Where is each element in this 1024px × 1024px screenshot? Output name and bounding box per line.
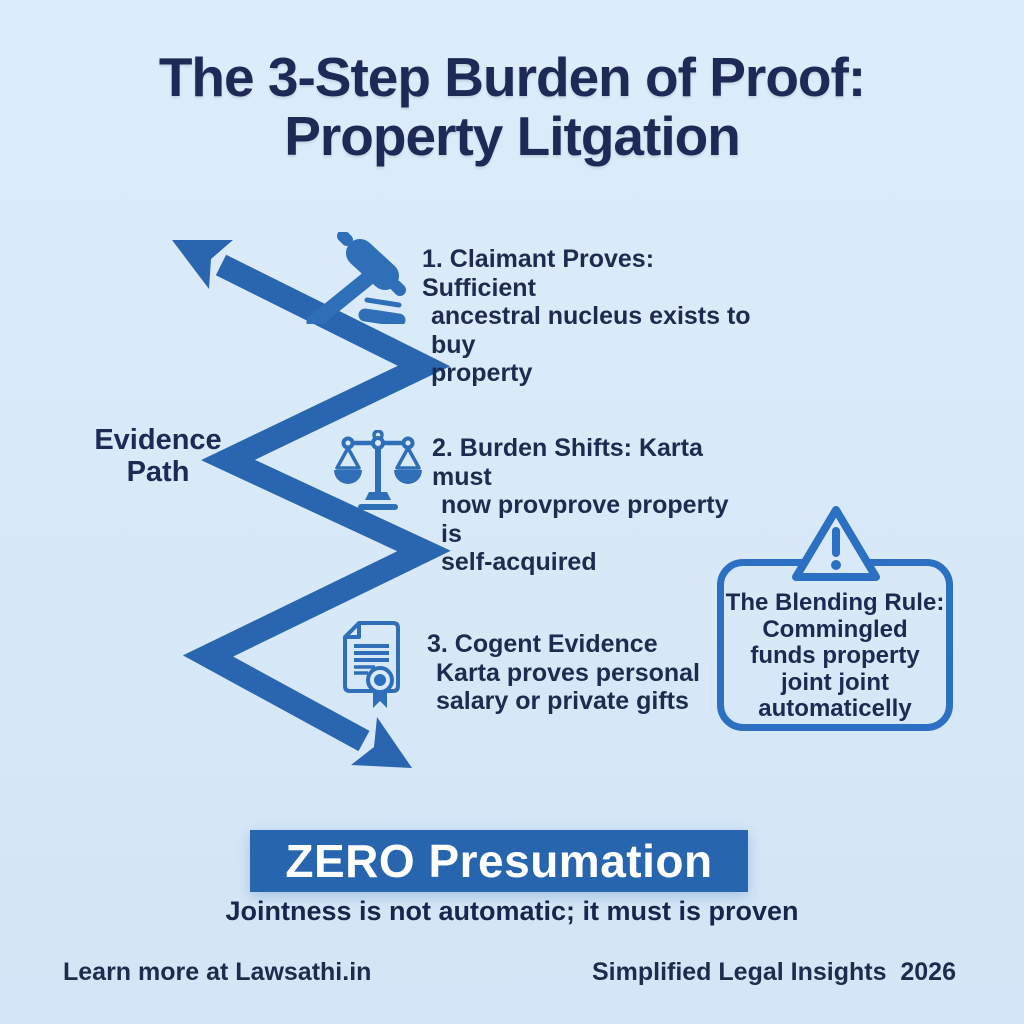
blending-rule-line4: joint joint <box>781 668 889 696</box>
step-2-line3: self-acquired <box>441 548 597 576</box>
footer-learn-more: Learn more at Lawsathi.in <box>63 958 372 986</box>
step-1-line3: property <box>431 359 533 387</box>
banner-subline: Jointness is not automatic; it must is p… <box>225 896 799 926</box>
page-title: The 3-Step Burden of Proof: Property Lit… <box>0 48 1024 166</box>
step-1-line2: ancestral nucleus exists to buy <box>431 302 751 359</box>
blending-rule-line5: automaticelly <box>758 695 912 722</box>
evidence-path-line2: Path <box>126 456 190 488</box>
title-line1: The 3-Step Burden of Proof: <box>158 46 866 108</box>
step-1-text: 1. Claimant Proves: Sufficient ancestral… <box>422 245 752 388</box>
step-2-line2: now provprove property is <box>441 491 729 548</box>
blending-rule-line2: Commingled <box>762 615 908 643</box>
blending-rule-line1: The Blending Rule: <box>725 589 945 616</box>
blending-rule-text: The Blending Rule: Commingled funds prop… <box>717 589 953 723</box>
step-3-line1: 3. Cogent Evidence <box>427 630 658 658</box>
step-3-line3: salary or private gifts <box>436 687 689 715</box>
evidence-path-label: Evidence Path <box>58 424 258 488</box>
evidence-path-line1: Evidence <box>94 424 222 456</box>
step-2-line1: 2. Burden Shifts: Karta must <box>432 434 703 491</box>
footer-brand-year: Simplified Legal Insights 2026 <box>592 958 956 986</box>
scales-icon <box>334 430 422 510</box>
arrowhead-up-left <box>172 240 233 289</box>
blending-rule-line3: funds property <box>750 642 920 669</box>
step-2-text: 2. Burden Shifts: Karta must now provpro… <box>432 434 742 577</box>
step-3-line2: Karta proves personal <box>436 658 700 687</box>
arrowhead-down-right <box>351 717 412 768</box>
warning-icon <box>792 506 880 581</box>
step-1-line1: 1. Claimant Proves: Sufficient <box>422 245 655 302</box>
gavel-icon <box>306 232 406 324</box>
title-line2: Property Litgation <box>284 105 741 167</box>
step-3-text: 3. Cogent Evidence Karta proves personal… <box>427 630 737 716</box>
zero-presumption-banner: ZERO Presumation <box>250 830 748 892</box>
certificate-icon <box>343 621 400 708</box>
